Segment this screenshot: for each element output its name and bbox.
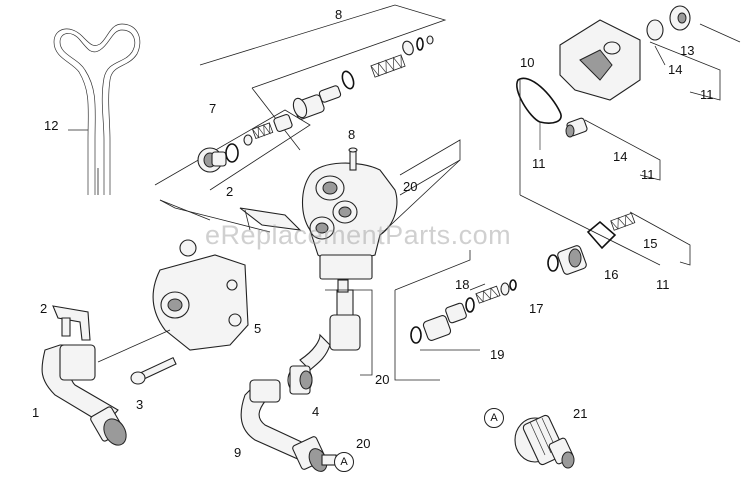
callout-11-right: 11 <box>641 167 655 182</box>
callout-3: 3 <box>136 397 144 412</box>
part-14-valve-cartridge <box>519 80 661 266</box>
callout-16: 16 <box>604 267 619 282</box>
callout-18: 18 <box>455 277 470 292</box>
part-1-inlet-elbow <box>41 344 127 446</box>
callout-8-lower: 8 <box>348 127 356 142</box>
part-21-hose-adapter <box>514 414 575 469</box>
callout-1: 1 <box>32 405 40 420</box>
part-10-gasket <box>516 77 562 150</box>
watermark: eReplacementParts.com <box>205 220 512 250</box>
callout-20-lower: 20 <box>356 436 371 451</box>
callout-7: 7 <box>209 101 217 116</box>
callout-14-top: 14 <box>668 62 683 77</box>
callout-14-mid: 14 <box>613 149 628 164</box>
callout-10: 10 <box>520 55 535 70</box>
reference-mark-a-hose: A <box>334 452 354 472</box>
callout-5: 5 <box>254 321 262 336</box>
part-16-check-valve <box>547 211 691 275</box>
callout-11-lower: 11 <box>656 277 670 292</box>
part-2-lower-clip <box>52 305 91 341</box>
part-19-valve-assembly <box>394 250 517 381</box>
callout-15: 15 <box>643 236 658 251</box>
part-5-manifold <box>97 239 249 363</box>
part-8-upper-valve-set <box>199 4 447 151</box>
part-13-pump-cover <box>559 5 741 101</box>
part-4-nut <box>287 365 313 395</box>
part-9-outlet-elbow <box>240 379 337 472</box>
callout-12: 12 <box>44 118 59 133</box>
callout-11-top: 11 <box>700 87 714 102</box>
callout-20-right: 20 <box>403 179 418 194</box>
callout-17: 17 <box>529 301 544 316</box>
callout-9: 9 <box>234 445 242 460</box>
part-3-bolt <box>130 356 177 385</box>
callout-2-lower: 2 <box>40 301 48 316</box>
part-8-pump-head <box>301 147 398 280</box>
part-2-upper-bracket <box>159 199 302 233</box>
callout-11-mid: 11 <box>532 156 546 171</box>
part-12-hook <box>53 23 141 195</box>
connector-lines <box>97 139 461 236</box>
reference-mark-a-adapter: A <box>484 408 504 428</box>
part-20-pipe <box>299 279 373 376</box>
callout-19: 19 <box>490 347 505 362</box>
part-7-valve-set <box>154 109 311 191</box>
callout-21: 21 <box>573 406 588 421</box>
callout-8-upper: 8 <box>335 7 343 22</box>
callout-20-pipe: 20 <box>375 372 390 387</box>
callout-13: 13 <box>680 43 695 58</box>
callout-4: 4 <box>312 404 320 419</box>
callout-2-upper: 2 <box>226 184 234 199</box>
